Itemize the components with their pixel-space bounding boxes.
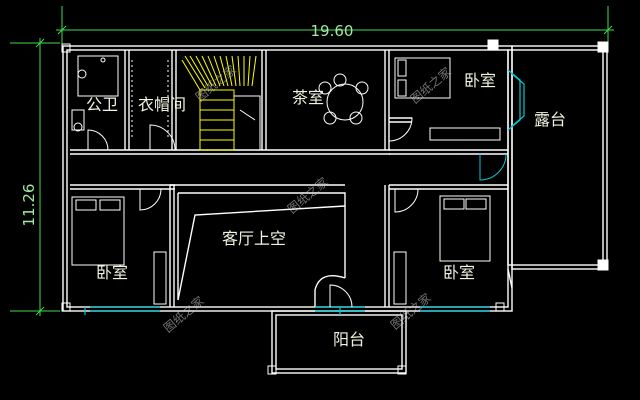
dimension-lines	[10, 6, 614, 316]
room-label-balcony: 阳台	[333, 330, 365, 349]
room-label-cloakroom: 衣帽间	[138, 95, 186, 114]
windows	[84, 69, 525, 315]
depth-dimension-label: 11.26	[20, 184, 38, 227]
room-label-bedroom-ne: 卧室	[464, 71, 496, 90]
staircase	[181, 55, 257, 151]
structural-columns	[61, 39, 609, 375]
room-label-bedroom-e: 卧室	[443, 263, 475, 282]
stair-rail	[234, 95, 261, 150]
doors	[87, 117, 507, 308]
room-label-terrace: 露台	[534, 110, 566, 129]
watermark: 图纸之家	[160, 293, 206, 335]
room-label-public-bath: 公卫	[86, 95, 118, 114]
width-dimension-label: 19.60	[311, 22, 354, 40]
watermark: 图纸之家	[284, 174, 330, 216]
furniture	[71, 55, 501, 305]
room-label-tea-room: 茶室	[292, 88, 324, 107]
room-label-bedroom-w: 卧室	[96, 263, 128, 282]
room-label-living-void: 客厅上空	[222, 229, 286, 248]
watermark: 图纸之家	[407, 64, 453, 106]
walls	[62, 45, 608, 374]
